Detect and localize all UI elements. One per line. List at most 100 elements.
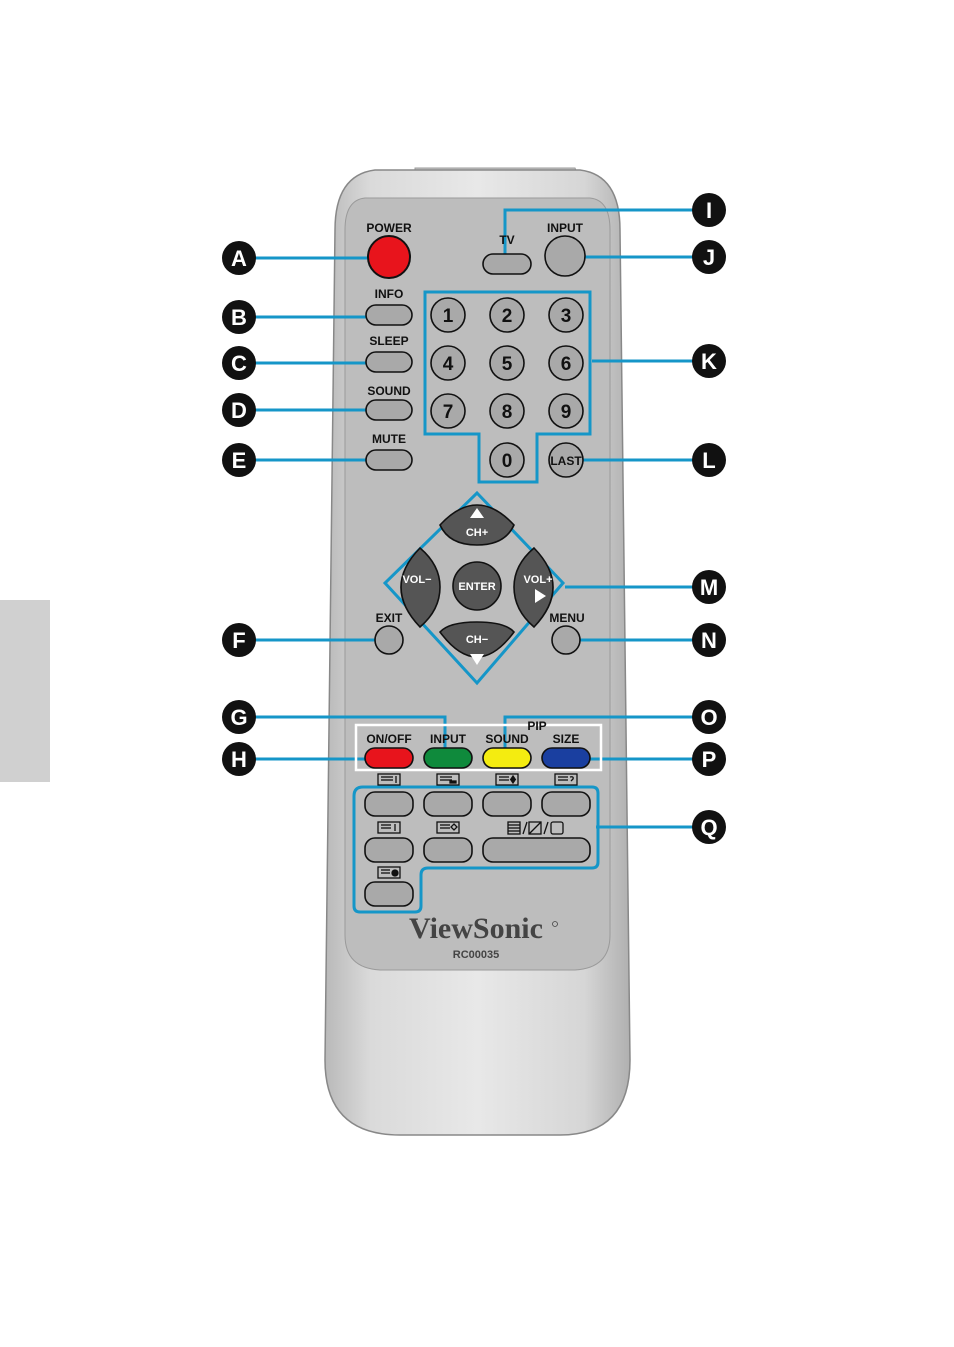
callout-e: E <box>222 443 256 477</box>
number-key-1-label: 1 <box>443 306 454 327</box>
menu-key[interactable] <box>552 626 580 654</box>
sleep-button[interactable]: SLEEP <box>366 334 412 372</box>
exit-key[interactable] <box>375 626 403 654</box>
number-key-2[interactable]: 2 <box>490 298 524 332</box>
ch-up-label: CH+ <box>466 527 488 539</box>
number-key-0[interactable]: 0 <box>490 443 524 477</box>
callout-k: K <box>692 344 726 378</box>
ch-down-label: CH− <box>466 634 488 646</box>
svg-text:L: L <box>702 448 715 473</box>
pip-onoff-key[interactable] <box>365 748 413 768</box>
teletext-cancel-button[interactable] <box>365 882 413 906</box>
power-label: POWER <box>366 221 412 235</box>
callout-f: F <box>222 623 256 657</box>
sleep-label: SLEEP <box>369 334 408 348</box>
number-key-7-label: 7 <box>443 402 454 423</box>
svg-text:D: D <box>231 398 247 423</box>
callout-p: P <box>692 742 726 776</box>
brand-logo: ViewSonic <box>409 912 543 945</box>
power-button[interactable]: POWER <box>366 221 412 278</box>
input-button[interactable]: INPUT <box>545 221 585 276</box>
pip-sound-key[interactable] <box>483 748 531 768</box>
teletext-mode-button[interactable] <box>483 838 590 862</box>
number-key-1[interactable]: 1 <box>431 298 465 332</box>
model-number: RC00035 <box>453 949 499 961</box>
number-key-8-label: 8 <box>502 402 513 423</box>
number-key-6-label: 6 <box>561 354 572 375</box>
pip-sound-button[interactable]: SOUND <box>483 732 531 768</box>
vol-down-label: VOL− <box>402 574 431 586</box>
callout-i: I <box>692 193 726 227</box>
teletext-update-button[interactable] <box>424 838 472 862</box>
svg-text:C: C <box>231 351 247 376</box>
svg-text:I: I <box>706 198 712 223</box>
number-key-7[interactable]: 7 <box>431 394 465 428</box>
mute-button[interactable]: MUTE <box>366 432 412 470</box>
sleep-key[interactable] <box>366 352 412 372</box>
number-key-3[interactable]: 3 <box>549 298 583 332</box>
info-key[interactable] <box>366 305 412 325</box>
teletext-size-button[interactable] <box>483 792 531 816</box>
callout-a: A <box>222 241 256 275</box>
number-key-9-label: 9 <box>561 402 572 423</box>
svg-text:H: H <box>231 747 247 772</box>
pip-input-button[interactable]: INPUT <box>424 732 472 768</box>
menu-label: MENU <box>549 611 584 625</box>
sound-button[interactable]: SOUND <box>366 384 412 420</box>
number-key-5[interactable]: 5 <box>490 346 524 380</box>
svg-text:B: B <box>231 305 247 330</box>
input-key[interactable] <box>545 236 585 276</box>
tv-key[interactable] <box>483 254 531 274</box>
sound-key[interactable] <box>366 400 412 420</box>
teletext-reveal-button[interactable] <box>542 792 590 816</box>
enter-label: ENTER <box>458 581 495 593</box>
svg-text:K: K <box>701 349 717 374</box>
callout-h: H <box>222 742 256 776</box>
number-key-9[interactable]: 9 <box>549 394 583 428</box>
number-key-8[interactable]: 8 <box>490 394 524 428</box>
mute-label: MUTE <box>372 432 406 446</box>
last-button[interactable]: LAST <box>549 443 583 477</box>
teletext-subtitle-button[interactable] <box>424 792 472 816</box>
svg-text:O: O <box>700 705 717 730</box>
callout-q: Q <box>692 810 726 844</box>
number-key-4[interactable]: 4 <box>431 346 465 380</box>
tv-label: TV <box>499 233 514 247</box>
callout-o: O <box>692 700 726 734</box>
svg-text:J: J <box>703 245 715 270</box>
number-key-6[interactable]: 6 <box>549 346 583 380</box>
svg-text:F: F <box>232 628 245 653</box>
last-label: LAST <box>550 454 582 468</box>
svg-text:N: N <box>701 628 717 653</box>
vol-up-label: VOL+ <box>523 574 552 586</box>
number-key-5-label: 5 <box>502 354 513 375</box>
callout-b: B <box>222 300 256 334</box>
number-key-3-label: 3 <box>561 306 572 327</box>
callout-l: L <box>692 443 726 477</box>
svg-text:E: E <box>232 448 247 473</box>
teletext-hold-button[interactable] <box>365 838 413 862</box>
pip-onoff-button[interactable]: ON/OFF <box>365 732 413 768</box>
svg-text:M: M <box>700 575 718 600</box>
svg-text:A: A <box>231 246 247 271</box>
teletext-index-button[interactable] <box>365 792 413 816</box>
callout-m: M <box>692 570 726 604</box>
info-label: INFO <box>375 287 404 301</box>
svg-text:P: P <box>702 747 717 772</box>
svg-text:Q: Q <box>700 815 717 840</box>
callout-n: N <box>692 623 726 657</box>
pip-title: PIP <box>527 719 546 733</box>
pip-input-label: INPUT <box>430 732 467 746</box>
number-key-4-label: 4 <box>443 354 454 375</box>
mute-key[interactable] <box>366 450 412 470</box>
callout-c: C <box>222 346 256 380</box>
pip-size-key[interactable] <box>542 748 590 768</box>
power-key[interactable] <box>368 236 410 278</box>
exit-button[interactable]: EXIT <box>375 611 403 654</box>
callout-j: J <box>692 240 726 274</box>
pip-onoff-label: ON/OFF <box>366 732 411 746</box>
pip-input-key[interactable] <box>424 748 472 768</box>
enter-button[interactable]: ENTER <box>453 562 501 610</box>
input-label: INPUT <box>547 221 584 235</box>
